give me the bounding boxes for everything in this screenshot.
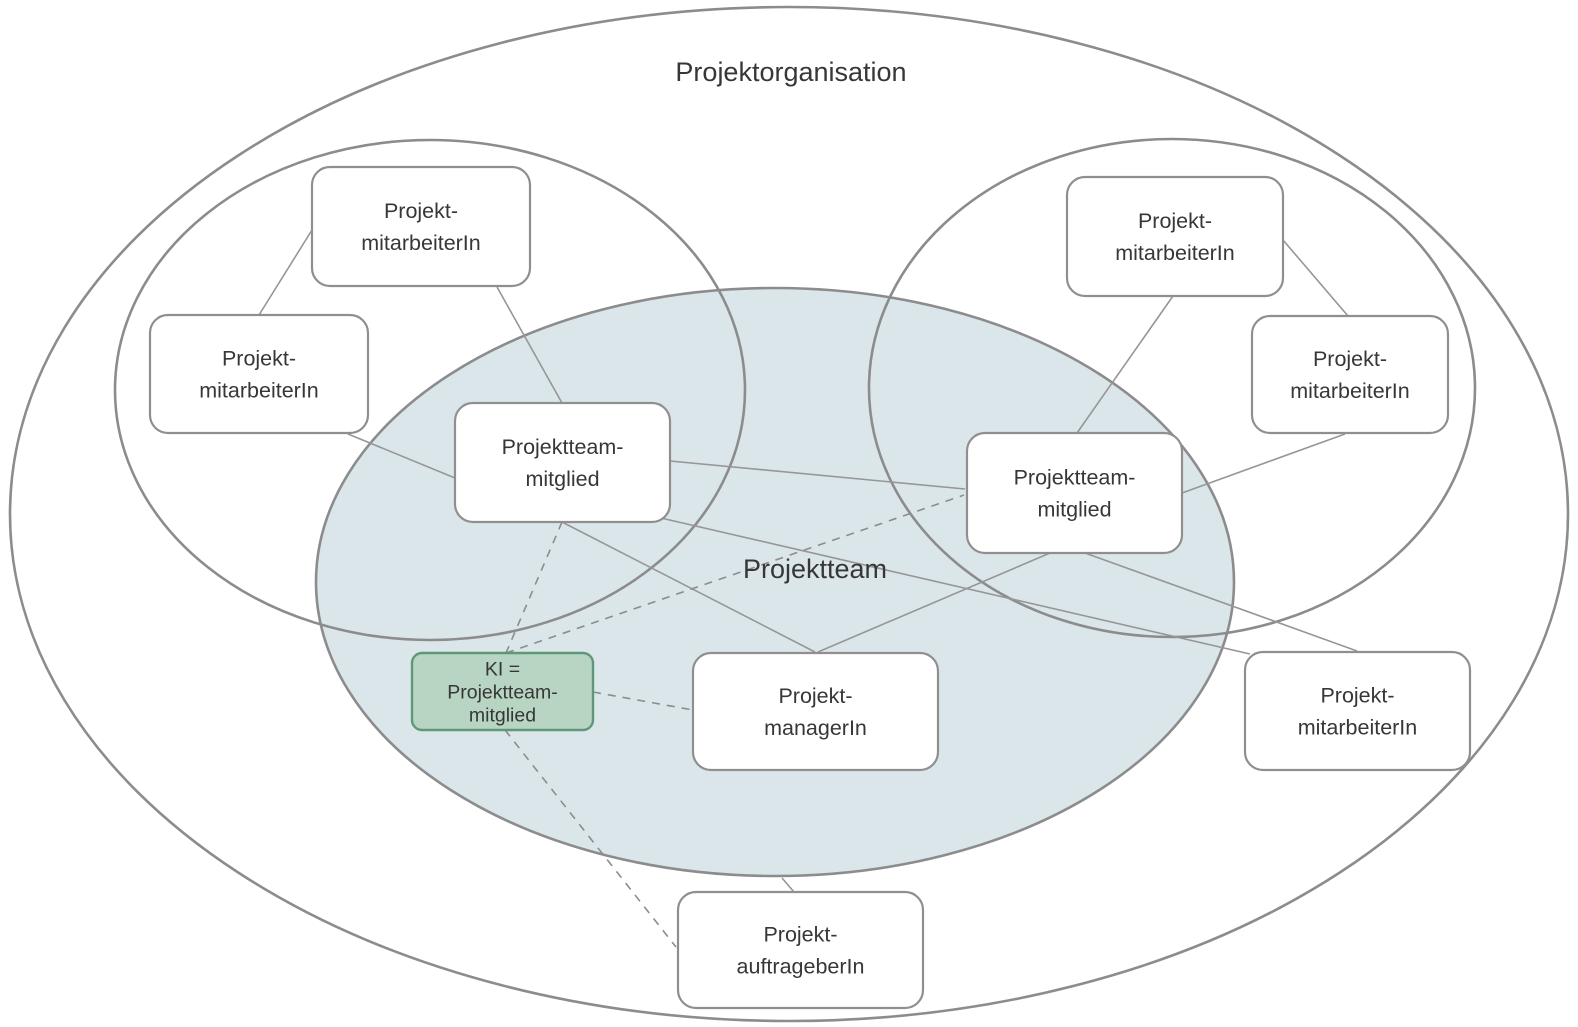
left-group-ellipse (113, 138, 747, 642)
edge-teammitglied-right-mitarbeiterin4 (1181, 433, 1346, 494)
edge-teammitglied-left-mitarbeiterin5 (660, 517, 1251, 655)
node-projekt-managerin-box (691, 651, 940, 772)
node-projekt-mitarbeiterin-bottom-right: Projekt-mitarbeiterIn (1243, 650, 1472, 772)
node-projekt-mitarbeiterin-left-top-label: Projekt-mitarbeiterIn (361, 199, 481, 255)
node-projekt-auftrageberin: Projekt-auftrageberIn (676, 890, 925, 1010)
node-ki-projektteam-mitglied-label: KI =Projektteam-mitglied (447, 659, 558, 727)
edge-teammitglied-right-managerin (817, 552, 1051, 653)
node-projekt-mitarbeiterin-left-top: Projekt-mitarbeiterIn (310, 165, 532, 288)
node-projekt-mitarbeiterin-left-top-box (310, 165, 532, 288)
edge-mitarbeiterin1-mitarbeiterin2 (258, 229, 313, 316)
node-projekt-mitarbeiterin-left: Projekt-mitarbeiterIn (148, 313, 370, 435)
node-ki-projektteam-mitglied: KI =Projektteam-mitglied (410, 651, 595, 732)
node-projekt-mitarbeiterin-right-box (1250, 314, 1450, 435)
node-projekt-auftrageberin-box (676, 890, 925, 1010)
node-projekt-mitarbeiterin-left-label: Projekt-mitarbeiterIn (199, 347, 319, 403)
projektteam-label: Projektteam (743, 554, 887, 584)
edge-teammitglied-left-teammitglied-right (669, 460, 966, 490)
node-projekt-managerin: Projekt-managerIn (691, 651, 940, 772)
edge-ki-managerin (592, 691, 694, 711)
edge-teammitglied-left-managerin (561, 521, 816, 653)
node-ki-projektteam-mitglied-box (410, 651, 595, 732)
node-projekt-mitarbeiterin-right-top: Projekt-mitarbeiterIn (1065, 175, 1285, 298)
node-projektteam-mitglied-right: Projektteam-mitglied (965, 431, 1184, 555)
node-projektteam-mitglied-right-label: Projektteam-mitglied (1014, 466, 1136, 522)
node-projekt-mitarbeiterin-right-top-box (1065, 175, 1285, 298)
edge-mitarbeiterin3-mitarbeiterin4 (1282, 239, 1349, 317)
diagram-title: Projektorganisation (675, 57, 906, 87)
edge-projektteam-auftrageberin (781, 877, 795, 893)
edge-ki-auftrageberin (504, 729, 677, 948)
projektorganisation-ellipse (8, 5, 1570, 1023)
node-projektteam-mitglied-left-label: Projektteam-mitglied (502, 435, 624, 491)
node-projekt-mitarbeiterin-bottom-right-label: Projekt-mitarbeiterIn (1298, 684, 1418, 740)
edge-ki-teammitglied-right (505, 494, 965, 654)
node-projektteam-mitglied-left: Projektteam-mitglied (453, 401, 672, 524)
edge-teammitglied-right-mitarbeiterin5 (1084, 552, 1358, 652)
node-projektteam-mitglied-right-box (965, 431, 1184, 555)
node-projekt-mitarbeiterin-right-top-label: Projekt-mitarbeiterIn (1115, 209, 1235, 265)
node-projektteam-mitglied-left-box (453, 401, 672, 524)
edge-mitarbeiterin2-teammitglied-left (347, 433, 456, 479)
node-projekt-mitarbeiterin-right-label: Projekt-mitarbeiterIn (1290, 347, 1410, 403)
right-group-ellipse (867, 137, 1477, 639)
edge-mitarbeiterin1-teammitglied-left (496, 286, 563, 404)
edge-mitarbeiterin3-teammitglied-right (1076, 295, 1174, 434)
node-projekt-mitarbeiterin-bottom-right-box (1243, 650, 1472, 772)
node-projekt-auftrageberin-label: Projekt-auftrageberIn (737, 923, 865, 979)
node-projekt-mitarbeiterin-left-box (148, 313, 370, 435)
node-projekt-mitarbeiterin-right: Projekt-mitarbeiterIn (1250, 314, 1450, 435)
node-projekt-managerin-label: Projekt-managerIn (764, 684, 867, 740)
